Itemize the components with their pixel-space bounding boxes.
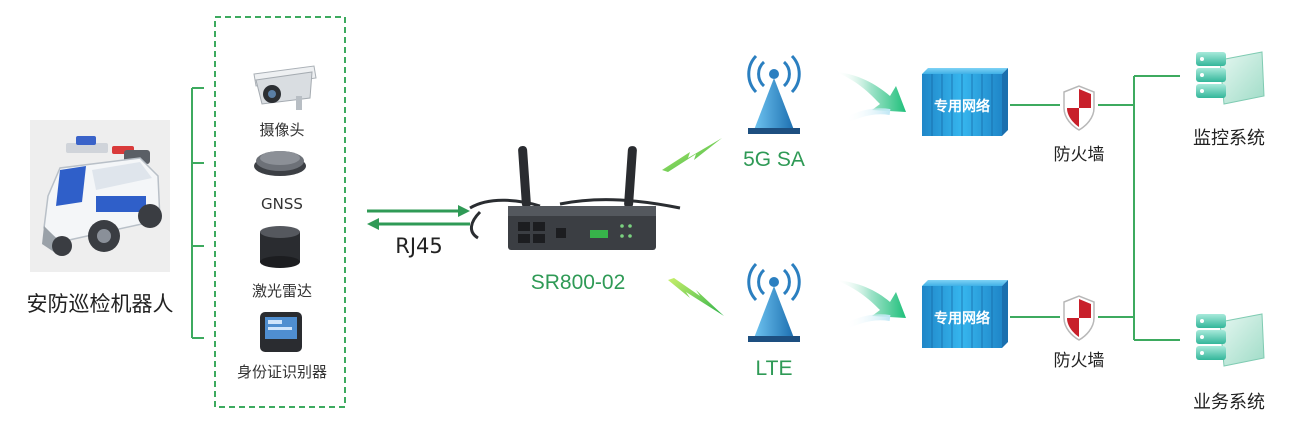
- server-monitor-icon: [1196, 51, 1265, 105]
- firewall-label: 防火墙: [1053, 145, 1105, 165]
- shield-icon: [1063, 85, 1095, 131]
- device-label-lidar: 激光雷达: [251, 282, 313, 300]
- network-label-5g: 5G SA: [743, 148, 805, 171]
- rj45-arrows: [367, 205, 470, 230]
- private-network-label: 专用网络: [934, 99, 990, 115]
- flow-arrow: [836, 280, 906, 329]
- wireless-bolt-icon: [668, 278, 724, 316]
- private-network-box: [922, 280, 1008, 348]
- device-group-box: [214, 16, 346, 408]
- system-label-business: 业务系统: [1193, 392, 1265, 413]
- cell-tower-icon: [747, 54, 801, 134]
- router-model-label: SR800-02: [530, 271, 626, 294]
- private-network-label: 专用网络: [934, 311, 990, 327]
- gnss-antenna-icon: [254, 151, 306, 176]
- device-bracket: [191, 87, 204, 339]
- link-lines: [1010, 75, 1180, 341]
- network-label-lte: LTE: [755, 357, 793, 380]
- device-label-gnss: GNSS: [261, 195, 303, 213]
- device-label-camera: 摄像头: [259, 121, 305, 139]
- robot-label: 安防巡检机器人: [26, 292, 174, 316]
- cell-tower-icon: [747, 262, 801, 342]
- router-icon: [469, 145, 681, 250]
- server-monitor-icon: [1196, 313, 1265, 367]
- rj45-label: RJ45: [395, 234, 443, 258]
- private-network-box: [922, 68, 1008, 136]
- system-label-monitoring: 监控系统: [1193, 128, 1265, 149]
- id-card-reader-icon: [260, 312, 302, 352]
- device-label-id-reader: 身份证识别器: [236, 363, 328, 381]
- inspection-robot-icon: [30, 120, 170, 272]
- shield-icon: [1063, 295, 1095, 341]
- lidar-icon: [260, 226, 300, 268]
- wireless-bolt-icon: [662, 138, 722, 172]
- camera-icon: [253, 65, 317, 110]
- flow-arrow: [836, 72, 906, 123]
- firewall-label: 防火墙: [1053, 351, 1105, 371]
